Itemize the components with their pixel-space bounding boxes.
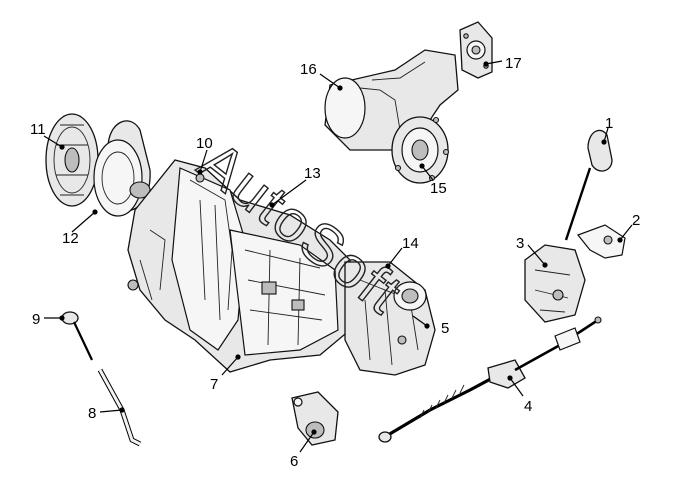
callout-13: 13 xyxy=(304,165,321,182)
callout-1: 1 xyxy=(605,115,613,132)
callout-14: 14 xyxy=(402,235,419,252)
callout-8: 8 xyxy=(88,405,96,422)
callout-6: 6 xyxy=(290,453,298,470)
part-dipstick-tube xyxy=(97,368,142,447)
part-transfer-case xyxy=(324,49,459,184)
callout-9: 9 xyxy=(32,311,40,328)
callout-17: 17 xyxy=(505,55,522,72)
part-flywheel xyxy=(45,113,99,207)
callout-2: 2 xyxy=(632,212,640,229)
part-dipstick xyxy=(61,311,93,361)
callout-12: 12 xyxy=(62,230,79,247)
part-gearbox-housing xyxy=(127,159,351,373)
callout-7: 7 xyxy=(210,376,218,393)
callout-10: 10 xyxy=(196,135,213,152)
part-mounting-bracket xyxy=(459,21,493,79)
callout-leaders xyxy=(43,60,633,453)
callout-5: 5 xyxy=(441,320,449,337)
part-rear-housing xyxy=(344,261,436,376)
part-shift-cable xyxy=(378,316,602,443)
callout-3: 3 xyxy=(516,235,524,252)
part-clutch-cover xyxy=(93,120,151,217)
callout-dots xyxy=(59,61,623,435)
callout-15: 15 xyxy=(430,180,447,197)
part-shift-lever xyxy=(524,129,626,323)
callout-labels: 1 2 3 4 5 6 7 8 9 10 11 12 13 14 15 16 1… xyxy=(30,55,640,470)
callout-4: 4 xyxy=(524,398,532,415)
part-mount-bushing xyxy=(291,391,339,446)
callout-11: 11 xyxy=(30,121,46,138)
callout-16: 16 xyxy=(300,61,317,78)
